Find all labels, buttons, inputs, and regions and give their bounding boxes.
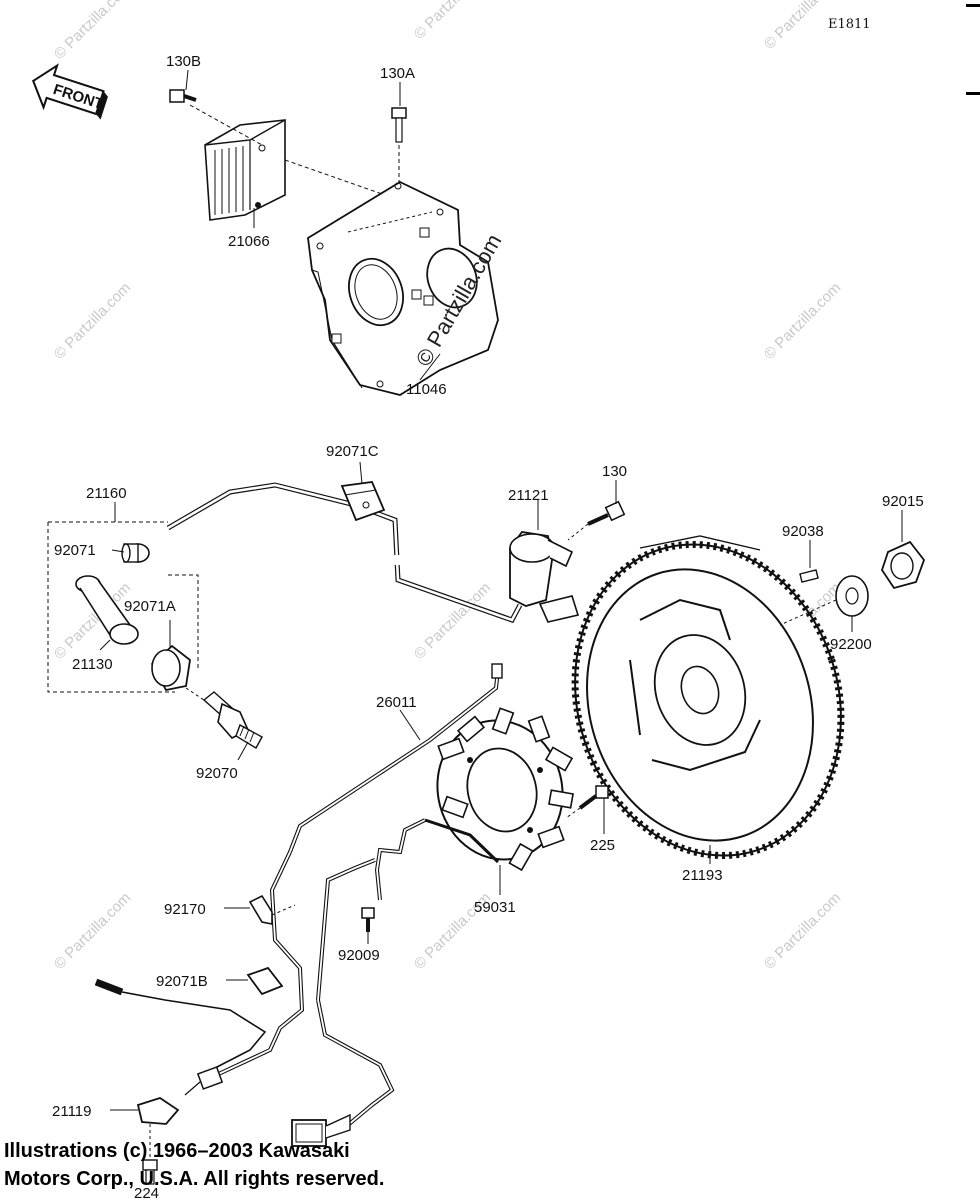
label-59031: 59031 (474, 899, 516, 916)
label-21130: 21130 (72, 656, 113, 673)
diagram-reference: E1811 (828, 17, 871, 32)
grommet-92071b (246, 966, 284, 996)
label-11046: 11046 (406, 381, 447, 398)
label-92038: 92038 (782, 523, 824, 540)
label-26011: 26011 (376, 694, 417, 711)
plug-cap-21130 (75, 575, 139, 645)
bolt-130b (169, 89, 197, 103)
watermark-2: © Partzilla.com (411, 0, 494, 43)
label-92071c: 92071C (326, 443, 379, 460)
label-92071b: 92071B (156, 973, 208, 990)
boot-92071a (150, 644, 191, 692)
screw-225 (565, 785, 609, 819)
key-92038 (799, 569, 819, 583)
label-21066: 21066 (228, 233, 270, 250)
label-92071a: 92071A (124, 598, 176, 615)
nut-92015 (881, 540, 926, 590)
mounting-bracket (307, 180, 499, 396)
watermark-9: © Partzilla.com (51, 889, 134, 972)
label-92170: 92170 (164, 901, 206, 918)
spark-plug-92070 (185, 687, 263, 749)
front-arrow: FRONT (31, 63, 108, 120)
watermark-7: © Partzilla.com (411, 579, 494, 662)
sensor-21119 (136, 1097, 180, 1160)
copyright-line-2: Motors Corp., U.S.A. All rights reserved… (4, 1168, 385, 1190)
clamp-92170 (248, 894, 273, 925)
copyright-line-1: Illustrations (c) 1966–2003 Kawasaki (4, 1140, 350, 1162)
label-130b: 130B (166, 53, 201, 70)
watermark-4: © Partzilla.com (51, 279, 134, 362)
label-224: 224 (134, 1185, 159, 1200)
label-92015: 92015 (882, 493, 924, 510)
label-92009: 92009 (338, 947, 380, 964)
part-labels: 130B 130A 21066 11046 92071C 21160 92071… (52, 53, 924, 1200)
sensor-lead (94, 978, 267, 1096)
lead-wire-26011 (288, 663, 503, 853)
label-130a: 130A (380, 65, 415, 82)
wiring-harness (209, 818, 426, 1127)
label-225: 225 (590, 837, 615, 854)
regulator-rectifier (204, 119, 286, 221)
bolt-130 (567, 500, 626, 541)
flywheel-21193 (571, 535, 845, 860)
label-130: 130 (602, 463, 627, 480)
stator-59031 (424, 707, 574, 872)
seal-92071 (121, 543, 150, 563)
label-21160: 21160 (86, 485, 127, 502)
screw-92009 (361, 907, 375, 932)
label-21121: 21121 (508, 487, 549, 504)
label-92071: 92071 (54, 542, 96, 559)
leader-lines (99, 69, 903, 1111)
label-21193: 21193 (682, 867, 723, 884)
edge-mark-top (966, 4, 980, 7)
watermark-1: © Partzilla.com (51, 0, 134, 63)
ignition-coil-21121 (509, 531, 580, 623)
edge-mark-middle (966, 92, 980, 95)
watermark-5: © Partzilla.com (761, 279, 844, 362)
label-92200: 92200 (830, 636, 872, 653)
watermark-11: © Partzilla.com (761, 889, 844, 972)
bolt-224 (142, 1159, 158, 1185)
label-21119: 21119 (52, 1103, 92, 1120)
label-92070: 92070 (196, 765, 238, 782)
bolt-130a (391, 107, 407, 185)
harness-connector (291, 1113, 351, 1147)
